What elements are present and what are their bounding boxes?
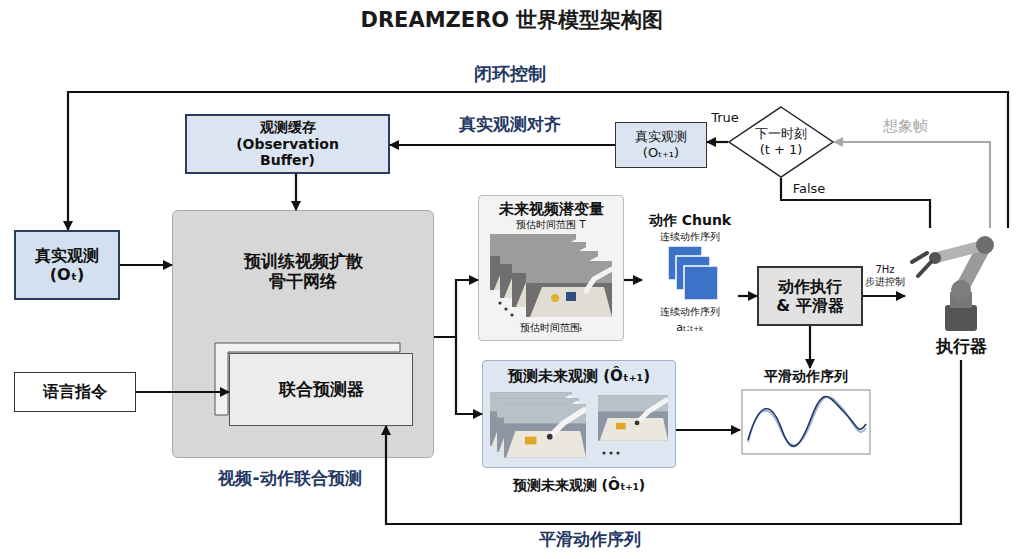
connector bbox=[390, 144, 615, 146]
robot-link bbox=[935, 245, 985, 258]
ellipsis-dot bbox=[510, 313, 513, 316]
node-label: 预测未来观测 (Ôₜ₊₁) bbox=[483, 367, 675, 385]
chart-frame bbox=[742, 390, 870, 454]
connector bbox=[707, 141, 728, 143]
node-label: 预训练视频扩散 骨干网络 bbox=[233, 251, 373, 292]
edge-label: 真实观测对齐 bbox=[425, 114, 595, 134]
node-label: 平滑动作序列 bbox=[740, 368, 872, 385]
edge-label: 平滑动作序列 bbox=[500, 529, 680, 549]
ellipsis-dot bbox=[602, 451, 605, 454]
edge-label: 闭环控制 bbox=[440, 63, 580, 85]
connector bbox=[863, 295, 905, 297]
ellipsis-dot bbox=[616, 451, 619, 454]
edge-label: 想象帧 bbox=[870, 117, 940, 135]
node-label: 未来视频潜变量 bbox=[479, 200, 623, 218]
edge-label: False bbox=[787, 181, 831, 197]
edge-label: True bbox=[709, 110, 741, 126]
edge-label: 7Hz 步进控制 bbox=[864, 264, 906, 288]
node-label: aₜ:ₜ₊ₖ bbox=[642, 321, 738, 334]
input-box: 语言指令 bbox=[14, 372, 136, 412]
connector bbox=[676, 429, 740, 431]
video-frame bbox=[497, 398, 579, 451]
video-frame bbox=[512, 251, 598, 307]
node-label: 预测未来观测 (Ôₜ₊₁) bbox=[483, 477, 675, 494]
annotation: 视频-动作联合预测 bbox=[205, 468, 375, 488]
diagram-title: DREAMZERO 世界模型架构图 bbox=[0, 8, 1024, 33]
prediction-panel: 预测未来观测 (Ôₜ₊₁)预测未来观测 (Ôₜ₊₁) bbox=[482, 360, 676, 468]
smoothed-chart: 平滑动作序列 bbox=[740, 368, 872, 458]
video-frame bbox=[504, 404, 586, 457]
video-frame bbox=[490, 234, 576, 290]
ellipsis-dot bbox=[504, 307, 507, 310]
video-frame bbox=[598, 395, 668, 441]
robot-pedestal bbox=[950, 292, 972, 308]
backbone-box: 预训练视频扩散 骨干网络联合预测器 bbox=[172, 210, 434, 458]
node-label: 预估时间范围 T bbox=[479, 219, 623, 231]
decision-diamond: 下一时刻 (t + 1) bbox=[728, 106, 834, 178]
node-label: 下一时刻 (t + 1) bbox=[750, 126, 812, 157]
action-square bbox=[668, 246, 702, 280]
robot-base bbox=[945, 305, 977, 331]
connector bbox=[136, 391, 229, 393]
video-frame bbox=[526, 261, 612, 317]
observation-box: 真实观测 (Oₜ) bbox=[14, 230, 120, 300]
connector bbox=[434, 280, 478, 337]
ellipsis-dot bbox=[609, 451, 612, 454]
video-frame bbox=[500, 242, 586, 298]
connector bbox=[781, 178, 930, 228]
node-label: 联合预测器 bbox=[279, 379, 364, 399]
video-frame bbox=[490, 392, 572, 445]
node-label: 动作执行 & 平滑器 bbox=[775, 277, 845, 315]
robot-joint bbox=[951, 280, 971, 300]
node-label: 连续动作序列 bbox=[642, 231, 738, 243]
robot-joint bbox=[976, 236, 994, 254]
node-label: 连续动作序列 bbox=[642, 306, 738, 318]
connector bbox=[386, 360, 961, 524]
ellipsis-dot bbox=[498, 301, 501, 304]
executor-box: 动作执行 & 平滑器 bbox=[757, 266, 863, 326]
action-square bbox=[684, 266, 718, 300]
node-label: 执行器 bbox=[905, 336, 1017, 356]
node-label: 语言指令 bbox=[43, 382, 107, 401]
robot-link bbox=[961, 245, 985, 290]
node-label: 观测缓存 (Observation Buffer) bbox=[214, 119, 361, 169]
node-label: 预估时间范围ₜ bbox=[479, 322, 623, 334]
robot-gripper bbox=[912, 253, 931, 276]
chart-curve bbox=[748, 397, 866, 447]
node-label: 真实观测 (Oₜ₊₁) bbox=[630, 129, 692, 160]
predictor-box: 联合预测器 bbox=[229, 353, 413, 426]
actuator: 执行器 bbox=[905, 228, 1017, 360]
connector bbox=[809, 326, 811, 368]
observation-box: 真实观测 (Oₜ₊₁) bbox=[615, 122, 707, 168]
action-square bbox=[676, 256, 710, 290]
node-label: 真实观测 (Oₜ) bbox=[31, 246, 103, 284]
stacked-box-shadow bbox=[215, 343, 400, 415]
diamond-shape bbox=[729, 107, 833, 177]
connector bbox=[68, 92, 1008, 230]
connector bbox=[434, 337, 482, 414]
connector bbox=[120, 264, 172, 266]
robot-joint bbox=[929, 252, 941, 264]
buffer-box: 观测缓存 (Observation Buffer) bbox=[185, 114, 390, 174]
action-chunk: 动作 Chunk 连续动作序列连续动作序列 aₜ:ₜ₊ₖ bbox=[642, 212, 738, 340]
connector bbox=[295, 174, 297, 210]
connector bbox=[834, 142, 990, 228]
connector bbox=[624, 279, 642, 281]
chart-curve bbox=[748, 397, 866, 445]
connector bbox=[738, 295, 757, 297]
node-label: 动作 Chunk bbox=[642, 212, 738, 229]
latent-panel: 未来视频潜变量预估时间范围 T 预估时间范围ₜ bbox=[478, 195, 624, 341]
